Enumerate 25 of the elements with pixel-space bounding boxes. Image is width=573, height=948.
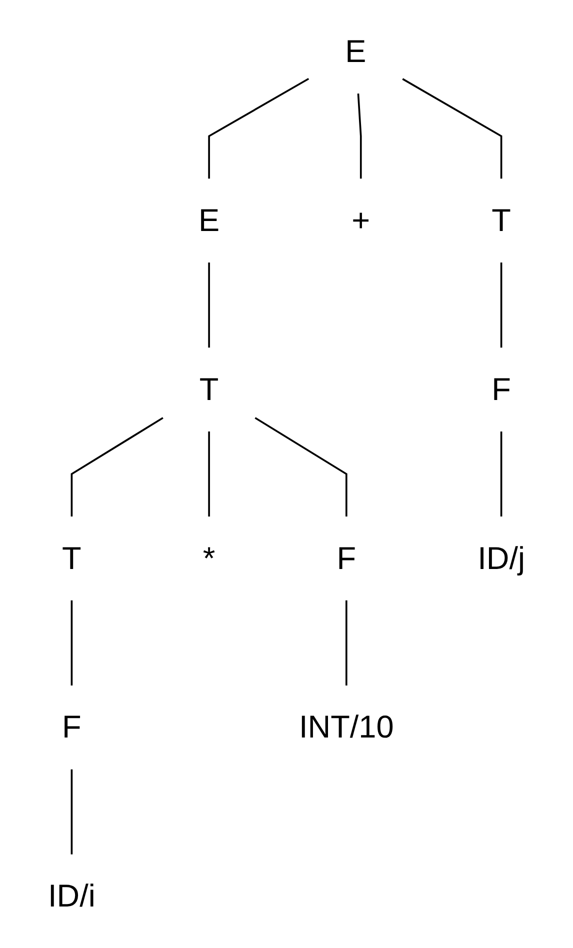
connector xyxy=(70,769,73,854)
connector xyxy=(254,417,348,517)
node-text: T xyxy=(492,202,511,238)
node-text: * xyxy=(202,540,216,576)
connector xyxy=(208,431,210,517)
node-text: T xyxy=(199,370,219,408)
connector xyxy=(500,431,502,517)
node-text: T xyxy=(62,540,82,576)
node-text: F xyxy=(336,540,356,576)
node-text: + xyxy=(352,202,370,238)
connector xyxy=(70,417,164,517)
connector xyxy=(357,94,362,179)
node-text: F xyxy=(62,708,82,746)
connector xyxy=(208,78,310,179)
node-text: INT/10 xyxy=(298,708,394,746)
connector xyxy=(208,262,210,348)
node-text: F xyxy=(492,370,511,408)
node-text: E xyxy=(345,32,366,70)
connector xyxy=(70,600,73,686)
node-text: ID/i xyxy=(48,878,96,914)
node-text: E xyxy=(198,202,220,238)
connector xyxy=(345,600,348,686)
connector xyxy=(500,262,502,348)
connector xyxy=(402,78,502,179)
node-text: ID/j xyxy=(478,540,525,576)
